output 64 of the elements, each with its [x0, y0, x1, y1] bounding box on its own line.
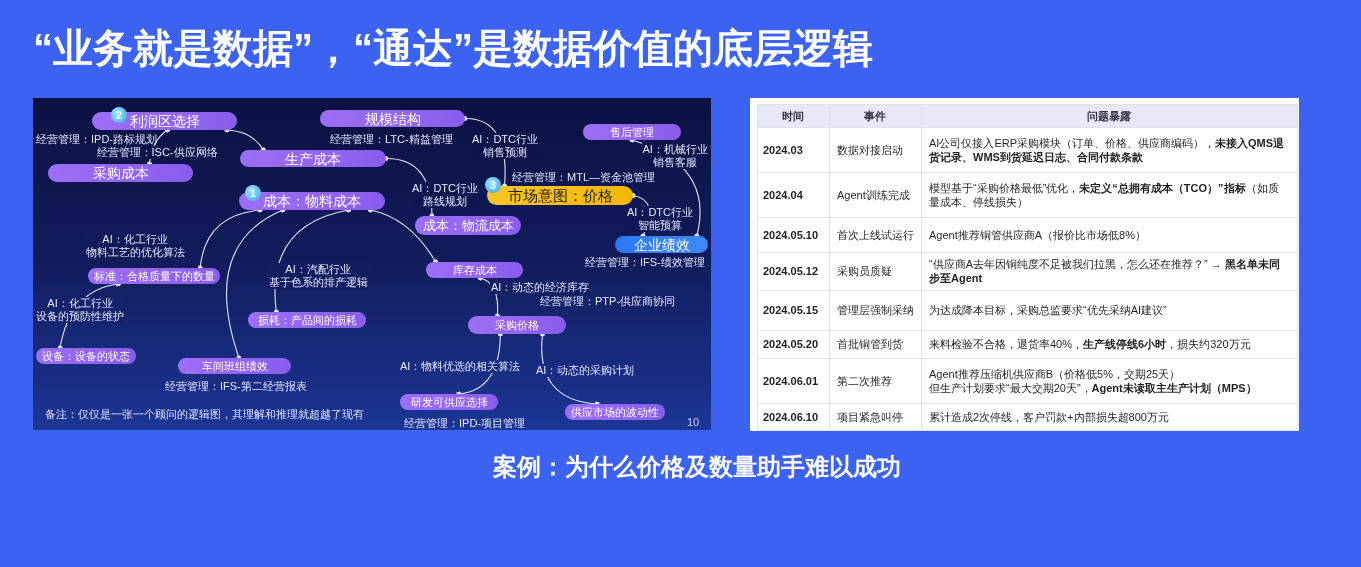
topic-pill: 设备：设备的状态 [36, 348, 136, 364]
table-text: Agent推荐压缩机供应商B（价格低5%，交期25天） [929, 366, 1181, 381]
topic-pill: 成本：物流成本 [415, 216, 521, 235]
edge-label: AI：DTC行业智能预算 [626, 206, 694, 232]
node-caption: 经营管理：IPD-路标规划 [36, 132, 157, 146]
edge-label: AI：DTC行业销售预测 [471, 133, 539, 159]
node-caption: 经营管理：LTC-精益管理 [330, 132, 453, 146]
topic-pill: 库存成本 [426, 262, 523, 278]
table-text: 2024.04 [763, 187, 803, 202]
table-text: 管理层强制采纳 [837, 303, 914, 317]
table-text: Agent推荐铜管供应商A（报价比市场低8%） [929, 227, 1146, 242]
edge-label: AI：DTC行业路线规划 [411, 182, 479, 208]
note-text: 备注：仅仅是一张一个顾问的逻辑图，其理解和推理就超越了现有 [45, 407, 364, 421]
connector [367, 207, 439, 265]
table-text: 首次上线试运行 [837, 227, 914, 242]
node-caption: 经营管理：PTP-供应商协同 [540, 294, 676, 308]
column-header: 问题暴露 [1087, 108, 1131, 123]
node-caption: 经营管理：IFS-第二经营报表 [165, 379, 307, 393]
topic-pill: 研发可供应选择 [400, 394, 498, 410]
edge-label: AI：机械行业销售客服 [641, 143, 709, 169]
topic-pill: 生产成本 [240, 150, 386, 167]
table-text: 数据对接启动 [837, 142, 903, 157]
title: “业务就是数据”，“通达”是数据价值的底层逻辑 [33, 25, 873, 72]
page-number: 10 [687, 415, 700, 429]
connector [226, 207, 286, 361]
table-text: 2024.06.01 [763, 373, 819, 388]
table-text: 2024.06.10 [763, 409, 819, 424]
caption: 案例：为什么价格及数量助手难以成功 [493, 452, 901, 482]
table-text: 第二次推荐 [837, 373, 892, 388]
edge-label: AI：汽配行业基于色系的排产逻辑 [267, 263, 369, 289]
topic-pill: 标准：合格质量下的数量 [88, 268, 220, 284]
column-header: 事件 [864, 108, 886, 123]
topic-pill: 规模结构 [320, 110, 465, 127]
topic-pill: 供应市场的波动性 [565, 404, 665, 420]
table-text: 2024.03 [763, 142, 803, 157]
connector [197, 207, 263, 271]
topic-pill: 售后管理 [583, 124, 681, 140]
table-text: 模型基于“采购价格最低”优化，未定义“总拥有成本（TCO）”指标（如质量成本、停线损失） [929, 180, 1280, 209]
table-text: Agent训练完成 [837, 187, 910, 202]
edge-label: AI：化工行业物料工艺的优化算法 [84, 233, 186, 259]
table-text: AI公司仅接入ERP采购模块（订单、价格、供应商编码），未接入QMS退货记录、WMS到货延迟日志、合同付款条款 [929, 135, 1286, 164]
table-text: 但生产计划要求“最大交期20天”，Agent未读取主生产计划（MPS） [929, 380, 1257, 395]
table-text: 2024.05.10 [763, 227, 819, 242]
column-header: 时间 [782, 108, 804, 123]
topic-pill: 采购成本 [48, 164, 193, 182]
table-text: 首批铜管到货 [837, 337, 903, 351]
topic-pill: 车间班组绩效 [178, 358, 291, 374]
table-text: “供应商A去年因铜纯度不足被我们拉黑，怎么还在推荐？” → 黑名单未同步至Agent [929, 257, 1281, 285]
edge-label: AI：化工行业设备的预防性维护 [35, 297, 125, 323]
table-text: 累计造成2次停线，客户罚款+内部损失超800万元 [929, 409, 1169, 424]
topic-pill: 采购价格 [468, 316, 566, 334]
table-text: 来料检验不合格，退货率40%，生产线停线6小时，损失约320万元 [929, 337, 1251, 351]
node-caption: 经营管理：MTL—资金池管理 [512, 170, 655, 184]
node-caption: 经营管理：IFS-绩效管理 [585, 255, 705, 269]
table-text: 采购员质疑 [837, 264, 892, 278]
table-text: 项目紧急叫停 [837, 409, 903, 424]
table-text: 2024.05.15 [763, 303, 819, 317]
table-text: 2024.05.20 [763, 337, 819, 351]
table-text: 2024.05.12 [763, 264, 819, 278]
connector [224, 127, 266, 153]
topic-pill: 企业绩效 [615, 236, 708, 253]
node-caption: 经营管理：IPD-项目管理 [404, 416, 525, 430]
table-text: 为达成降本目标，采购总监要求“优先采纳AI建议” [929, 303, 1167, 317]
topic-pill: 损耗：产品间的损耗 [248, 312, 366, 328]
